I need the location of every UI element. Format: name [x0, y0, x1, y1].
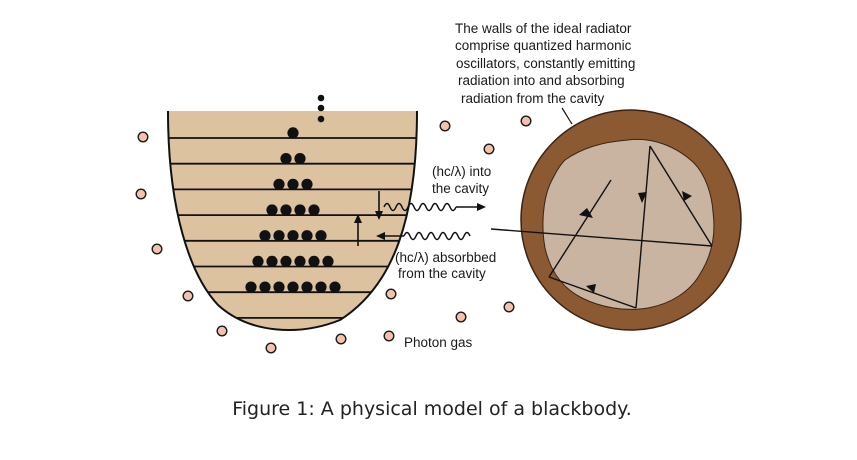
annotation-line-3: oscillators, constantly emitting [456, 56, 635, 71]
oscillator-particle [259, 281, 271, 293]
photon-gas-label: Photon gas [404, 335, 473, 350]
photon-gas [135, 115, 532, 354]
emission-label-line2: the cavity [432, 181, 489, 196]
absorption-label-line2: from the cavity [398, 266, 486, 281]
photon [182, 290, 194, 302]
absorption-transition-arrow [354, 214, 362, 246]
figure-caption: Figure 1: A physical model of a blackbod… [232, 398, 632, 420]
oscillator-particle [294, 153, 306, 165]
oscillator-particle [315, 230, 327, 242]
oscillator-particle [315, 281, 327, 293]
photon [483, 143, 495, 155]
photon [383, 330, 395, 342]
photon [439, 120, 451, 132]
photon [137, 131, 149, 143]
oscillator-well [167, 94, 418, 331]
photon [385, 288, 397, 300]
oscillator-particle [252, 255, 264, 267]
emission-label-line1: (hc/λ) into [432, 164, 491, 179]
annotation-line-4: radiation into and absorbing [458, 73, 625, 88]
photon [520, 115, 532, 127]
photon [135, 188, 147, 200]
oscillator-particle [280, 255, 292, 267]
oscillator-particle [280, 204, 292, 216]
annotation-line-2: comprise quantized harmonic [455, 38, 632, 53]
oscillator-particle [287, 281, 299, 293]
oscillator-particle [280, 153, 292, 165]
oscillator-particle [308, 255, 320, 267]
oscillator-particles [245, 127, 341, 293]
oscillator-particle [287, 230, 299, 242]
photon [455, 311, 467, 323]
annotation-pointer [561, 107, 573, 125]
oscillator-particle [322, 255, 334, 267]
emitted-photon-wave [383, 202, 486, 212]
photon [335, 333, 347, 345]
photon [216, 325, 228, 337]
well-fill [168, 111, 417, 330]
oscillator-particle [294, 204, 306, 216]
oscillator-particle [266, 255, 278, 267]
wall-annotation: The walls of the ideal radiator comprise… [455, 21, 635, 106]
oscillator-particle [329, 281, 341, 293]
absorption-label-line1: (hc/λ) absorbbed [395, 250, 496, 265]
oscillator-particle [287, 127, 299, 139]
cavity-radiator [490, 109, 742, 331]
photon [151, 243, 163, 255]
oscillator-particle [273, 281, 285, 293]
oscillator-particle [301, 281, 313, 293]
ellipsis-dots [317, 94, 325, 123]
oscillator-particle [245, 281, 257, 293]
photon [265, 342, 277, 354]
oscillator-particle [273, 178, 285, 190]
photon [503, 301, 515, 313]
ray-arrowheads [579, 191, 692, 293]
oscillator-particle [273, 230, 285, 242]
emission-transition-arrow [375, 191, 383, 220]
oscillator-particle [294, 255, 306, 267]
oscillator-particle [301, 230, 313, 242]
annotation-line-5: radiation from the cavity [461, 91, 605, 106]
ray-paths [490, 145, 713, 309]
oscillator-particle [301, 178, 313, 190]
absorbed-photon-wave [376, 231, 471, 241]
cavity-interior [542, 138, 715, 310]
oscillator-particle [308, 204, 320, 216]
well-outline [167, 110, 418, 331]
oscillator-particle [259, 230, 271, 242]
oscillator-particle [266, 204, 278, 216]
oscillator-particle [287, 178, 299, 190]
annotation-line-1: The walls of the ideal radiator [455, 21, 632, 36]
